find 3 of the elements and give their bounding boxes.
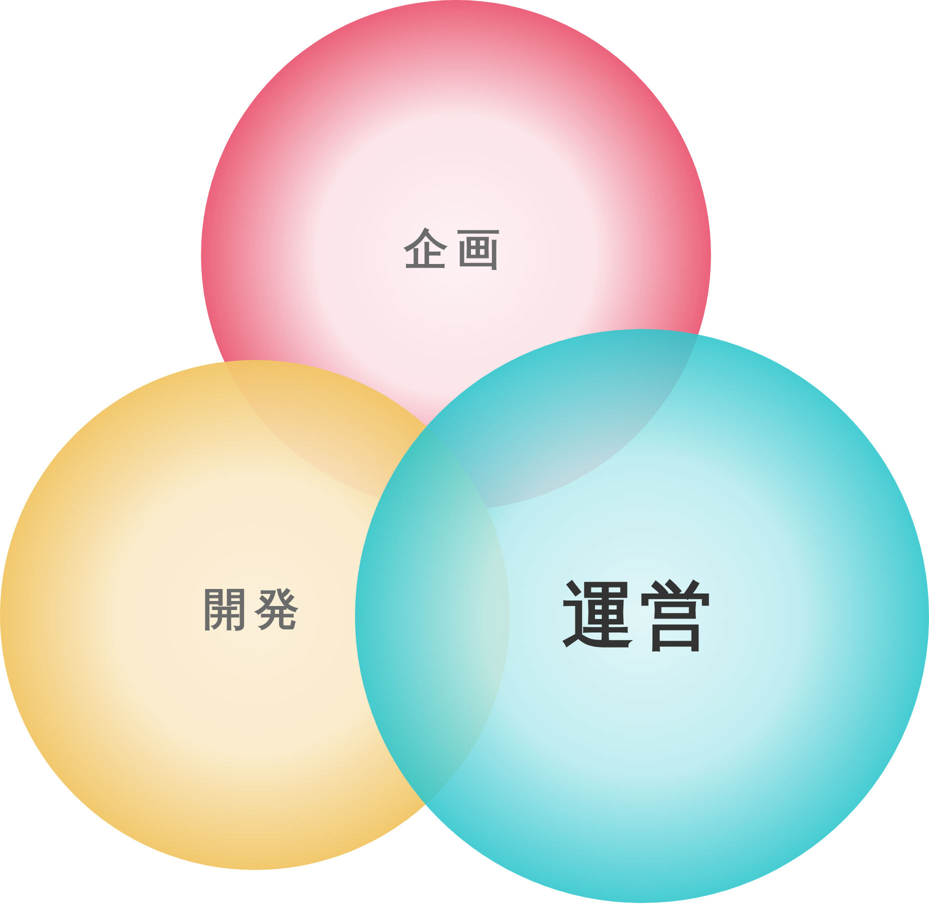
circle-label: 運営 — [562, 579, 718, 651]
circle-label: 開発 — [203, 588, 307, 632]
circle-label: 企画 — [404, 228, 508, 272]
